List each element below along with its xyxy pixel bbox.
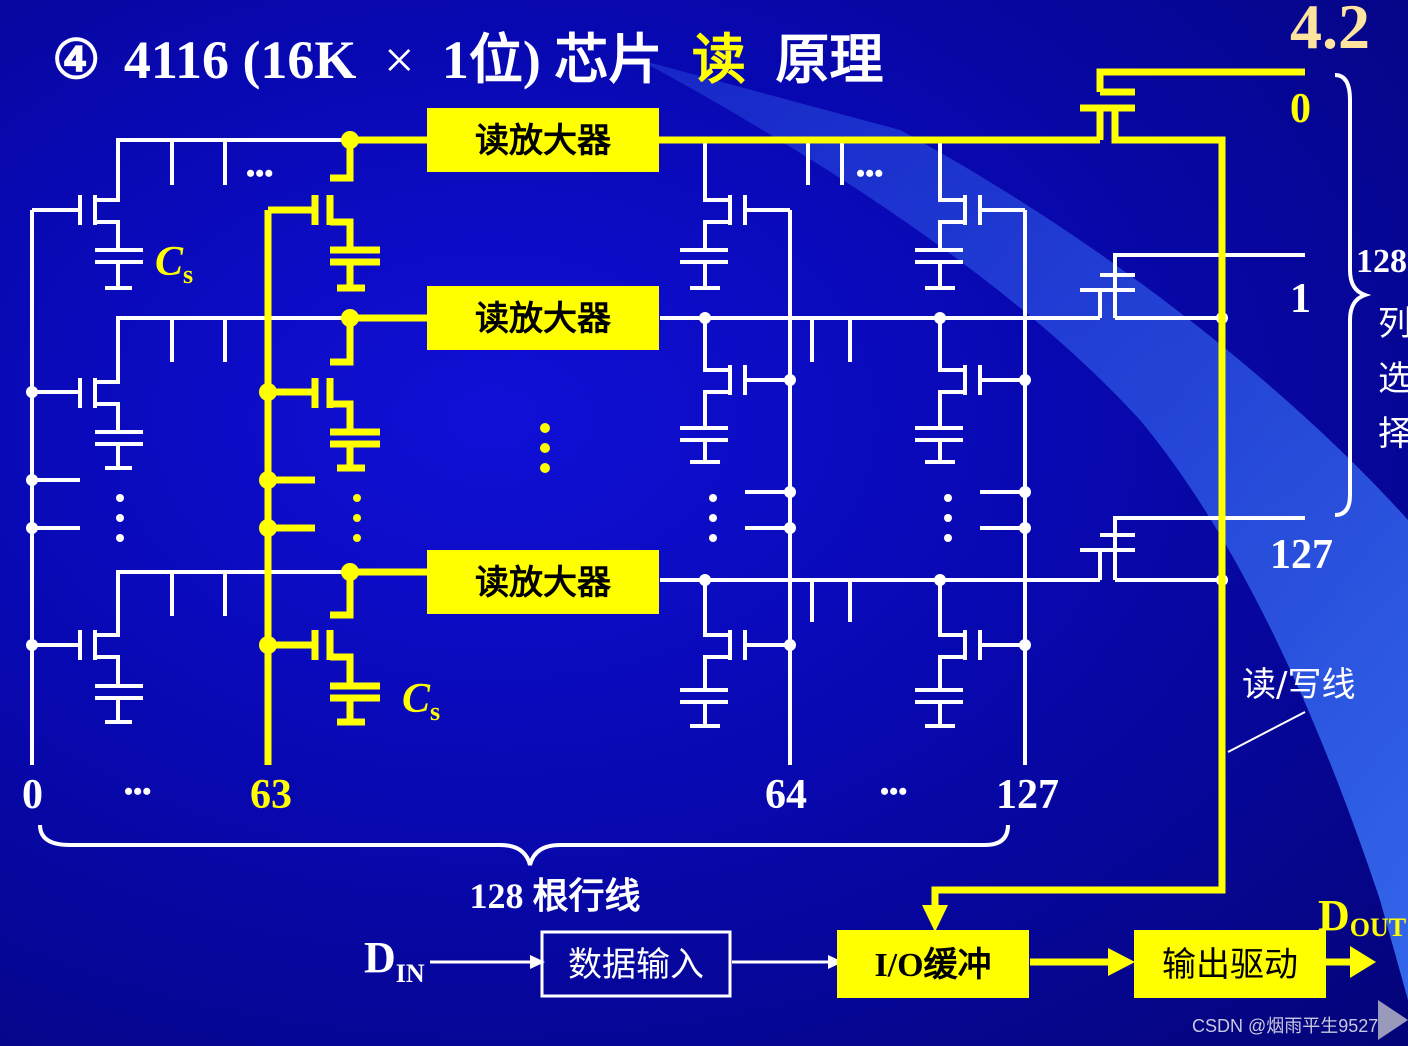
io-buffer-label: I/O缓冲 [874,946,991,984]
row-number-64: 64 [765,772,807,818]
title-circled-number: ④ [52,30,100,90]
output-drive-label: 输出驱动 [1162,945,1298,985]
cell-left-0 [78,180,143,290]
title-highlight: 读 [692,30,746,90]
din-sub: IN [396,959,425,988]
column-number-127: 127 [1270,532,1333,578]
row-number-63: 63 [250,772,292,818]
column-select-count: 128 [1356,243,1407,280]
cell-right-127-1 [915,360,982,464]
column-select-char-1: 选 [1378,359,1408,399]
yellow-junctions [259,131,359,654]
cs-label-bottom-sub: s [430,697,440,726]
cell-dots [116,494,952,542]
next-slide-icon[interactable] [1378,1000,1408,1040]
column-number-1: 1 [1290,276,1311,322]
cell-right-64-0 [680,185,747,290]
cell-right-64-2 [680,620,747,728]
corner-section-number: 4.2 [1290,0,1370,62]
column-select-char-0: 列 [1378,304,1408,344]
read-path [264,68,1362,966]
read-path-arrows [922,905,1376,978]
svg-text:Cs: Cs [155,239,193,289]
memory-cells [78,180,982,728]
cell-right-127-0 [915,185,982,290]
svg-text:Cs: Cs [402,676,440,726]
rw-line-label: 读/写线 [1242,665,1355,705]
sense-amp-label-1: 读放大器 [475,299,612,339]
sense-amp-label-0: 读放大器 [475,121,612,161]
cell-right-127-2 [915,620,982,728]
cs-label-top: C [155,239,184,285]
row-caption: 128 根行线 [469,876,640,916]
data-input-label: 数据输入 [568,945,704,985]
row-number-127: 127 [996,772,1059,818]
rowline-dots-right: ••• [880,777,907,806]
amp-dots [540,423,550,473]
dout-label: D [1318,891,1350,940]
bitline-dots-right: ••• [856,159,883,188]
output-drive-box [1134,930,1326,998]
svg-text:DIN: DIN [364,933,425,988]
cell-dots-yellow [353,494,361,542]
column-select-char-2: 择 [1378,414,1408,454]
row-number-0: 0 [22,772,43,818]
cs-label-bottom: C [402,676,431,722]
column-number-0: 0 [1290,86,1311,132]
svg-text:④ 4116 (16K × 1位): ④ 4116 (16K × 1位) 芯片 读 原理 [52,30,883,90]
bitline-dots-left: ••• [246,159,273,188]
title-times: × [384,30,414,90]
data-input-box [540,930,732,998]
sense-amp-label-2: 读放大器 [475,563,612,603]
cell-left-1 [78,358,143,470]
cell-right-64-1 [680,360,747,464]
title-end: 原理 [775,30,883,90]
svg-text:DOUT: DOUT [1318,891,1406,942]
sense-amp-boxes [427,108,659,614]
rowline-dots-left: ••• [124,777,151,806]
din-label: D [364,933,396,982]
cs-label-top-sub: s [183,260,193,289]
title-suffix: 1位) 芯片 [442,30,662,90]
cell-left-2 [78,612,143,724]
dout-sub: OUT [1350,913,1406,942]
title-prefix: 4116 (16K [124,30,357,90]
white-wiring [30,73,1372,969]
io-buffer-box [837,930,1029,998]
watermark: CSDN @烟雨平生9527 [1192,1016,1378,1036]
